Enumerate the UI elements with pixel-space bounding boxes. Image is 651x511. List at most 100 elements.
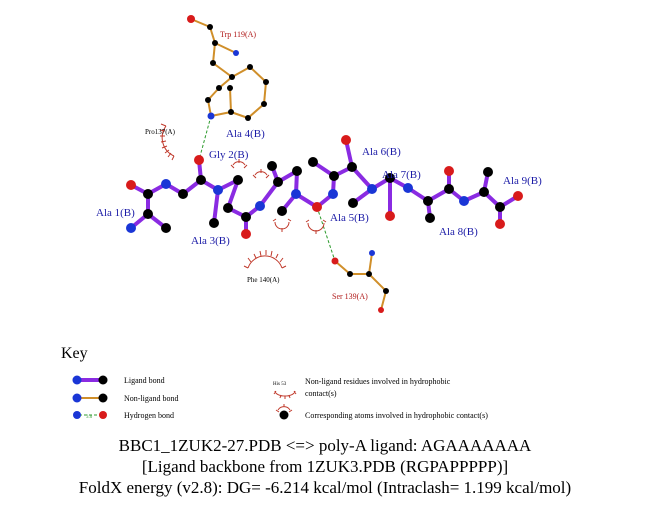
key-ligand-bond-atom-right xyxy=(98,375,108,385)
atom-carbon xyxy=(347,162,357,172)
key-hbond-donor xyxy=(73,411,81,419)
atoms xyxy=(126,15,523,313)
atom-carbon xyxy=(385,173,395,183)
nonligand-bonds xyxy=(190,18,387,311)
hydrogen-bonds xyxy=(198,115,336,262)
atom-carbon xyxy=(196,175,206,185)
atom-carbon xyxy=(267,161,277,171)
ligand-bonds xyxy=(129,138,520,236)
key-hydrophobic-atom-arc xyxy=(275,404,293,413)
atom-carbon xyxy=(348,198,358,208)
atom-oxygen xyxy=(126,180,136,190)
atom-carbon xyxy=(205,97,211,103)
atom-oxygen xyxy=(341,135,351,145)
key-hbond-length: 3.0 xyxy=(86,415,93,420)
label-trp119: Trp 119(A) xyxy=(220,30,256,39)
atom-carbon xyxy=(292,166,302,176)
atom-carbon xyxy=(247,64,253,70)
atom-nitrogen xyxy=(161,179,171,189)
atom-nitrogen xyxy=(255,201,265,211)
atom-carbon xyxy=(423,196,433,206)
atom-nitrogen xyxy=(126,223,136,233)
contact-residue-labels: Trp 119(A) Ser 139(A) Pro137(A) Phe 140(… xyxy=(145,30,368,301)
atom-nitrogen xyxy=(291,189,301,199)
atom-carbon xyxy=(329,171,339,181)
atom-carbon xyxy=(425,213,435,223)
label-ala3: Ala 3(B) xyxy=(191,235,230,247)
label-ala4: Ala 4(B) xyxy=(226,128,265,140)
atom-carbon xyxy=(178,189,188,199)
label-ser139: Ser 139(A) xyxy=(332,292,368,301)
atom-carbon xyxy=(308,157,318,167)
atom-carbon xyxy=(245,115,251,121)
atom-nitrogen xyxy=(367,184,377,194)
atom-carbon xyxy=(233,175,243,185)
label-phe140: Phe 140(A) xyxy=(247,276,280,284)
atom-carbon xyxy=(277,206,287,216)
label-pro137: Pro137(A) xyxy=(145,128,176,136)
atom-carbon xyxy=(209,218,219,228)
atom-carbon xyxy=(216,85,222,91)
caption-line-1: BBC1_1ZUK2-27.PDB <=> poly-A ligand: AGA… xyxy=(119,436,532,455)
key-ligand-bond-label: Ligand bond xyxy=(124,376,165,385)
atom-carbon xyxy=(143,189,153,199)
atom-carbon xyxy=(210,60,216,66)
key-hydrophobic-residue-arc xyxy=(273,390,297,399)
atom-carbon xyxy=(229,74,235,80)
atom-carbon xyxy=(383,288,389,294)
key-sample-residue: His 53 xyxy=(273,382,287,387)
atom-carbon xyxy=(366,271,372,277)
atom-carbon xyxy=(479,187,489,197)
atom-oxygen xyxy=(495,219,505,229)
atom-carbon xyxy=(241,212,251,222)
atom-carbon xyxy=(261,101,267,107)
label-ala6: Ala 6(B) xyxy=(362,146,401,158)
key-ligand-bond-atom-left xyxy=(72,375,82,385)
atom-carbon xyxy=(444,184,454,194)
key-title: Key xyxy=(61,345,88,362)
atom-oxygen xyxy=(385,211,395,221)
key-nonligand-bond-label: Non-ligand bond xyxy=(124,394,178,403)
atom-carbon xyxy=(143,209,153,219)
label-ala7: Ala 7(B) xyxy=(382,169,421,181)
key-hydrophobic-residues-label-1: Non-ligand residues involved in hydropho… xyxy=(305,377,451,386)
hbond-trp119-gly2 xyxy=(198,115,212,161)
key-hydrophobic-atoms-label: Corresponding atoms involved in hydropho… xyxy=(305,411,488,420)
atom-carbon xyxy=(273,177,283,187)
atom-carbon xyxy=(212,40,218,46)
key-hbond-acceptor xyxy=(99,411,107,419)
atom-carbon xyxy=(223,203,233,213)
label-ala8: Ala 8(B) xyxy=(439,226,478,238)
atom-oxygen xyxy=(378,307,384,313)
hbond-ser139-ala5 xyxy=(316,206,336,262)
key-hydrophobic-atom xyxy=(279,410,289,420)
atom-nitrogen xyxy=(403,183,413,193)
key-nonligand-bond-atom-right xyxy=(98,393,108,403)
label-ala5: Ala 5(B) xyxy=(330,212,369,224)
atom-nitrogen xyxy=(459,196,469,206)
label-ala1: Ala 1(B) xyxy=(96,207,135,219)
key-legend: Key Ligand bond Non-ligand bond 3.0 Hydr… xyxy=(61,345,488,420)
label-gly2: Gly 2(B) xyxy=(209,149,249,161)
atom-oxygen xyxy=(331,257,339,265)
atom-carbon xyxy=(161,223,171,233)
key-hydrogen-bond-label: Hydrogen bond xyxy=(124,411,174,420)
caption-line-2: [Ligand backbone from 1ZUK3.PDB (RGPAPPP… xyxy=(142,457,508,476)
label-ala9: Ala 9(B) xyxy=(503,175,542,187)
atom-oxygen xyxy=(187,15,195,23)
atom-nitrogen xyxy=(213,185,223,195)
phe140-arc xyxy=(247,255,283,269)
key-hydrophobic-residues-label-2: contact(s) xyxy=(305,389,337,398)
atom-carbon xyxy=(263,79,269,85)
atom-nitrogen xyxy=(233,50,239,56)
atom-oxygen xyxy=(312,202,322,212)
atom-oxygen xyxy=(241,229,251,239)
atom-oxygen xyxy=(444,166,454,176)
hydrophobic-arcs xyxy=(159,123,327,269)
ligand-residue-labels: Ala 1(B) Gly 2(B) Ala 3(B) Ala 4(B) Ala … xyxy=(96,128,542,247)
atom-carbon xyxy=(228,109,234,115)
caption: BBC1_1ZUK2-27.PDB <=> poly-A ligand: AGA… xyxy=(79,436,571,497)
atom-oxygen xyxy=(513,191,523,201)
atom-carbon xyxy=(207,24,213,30)
